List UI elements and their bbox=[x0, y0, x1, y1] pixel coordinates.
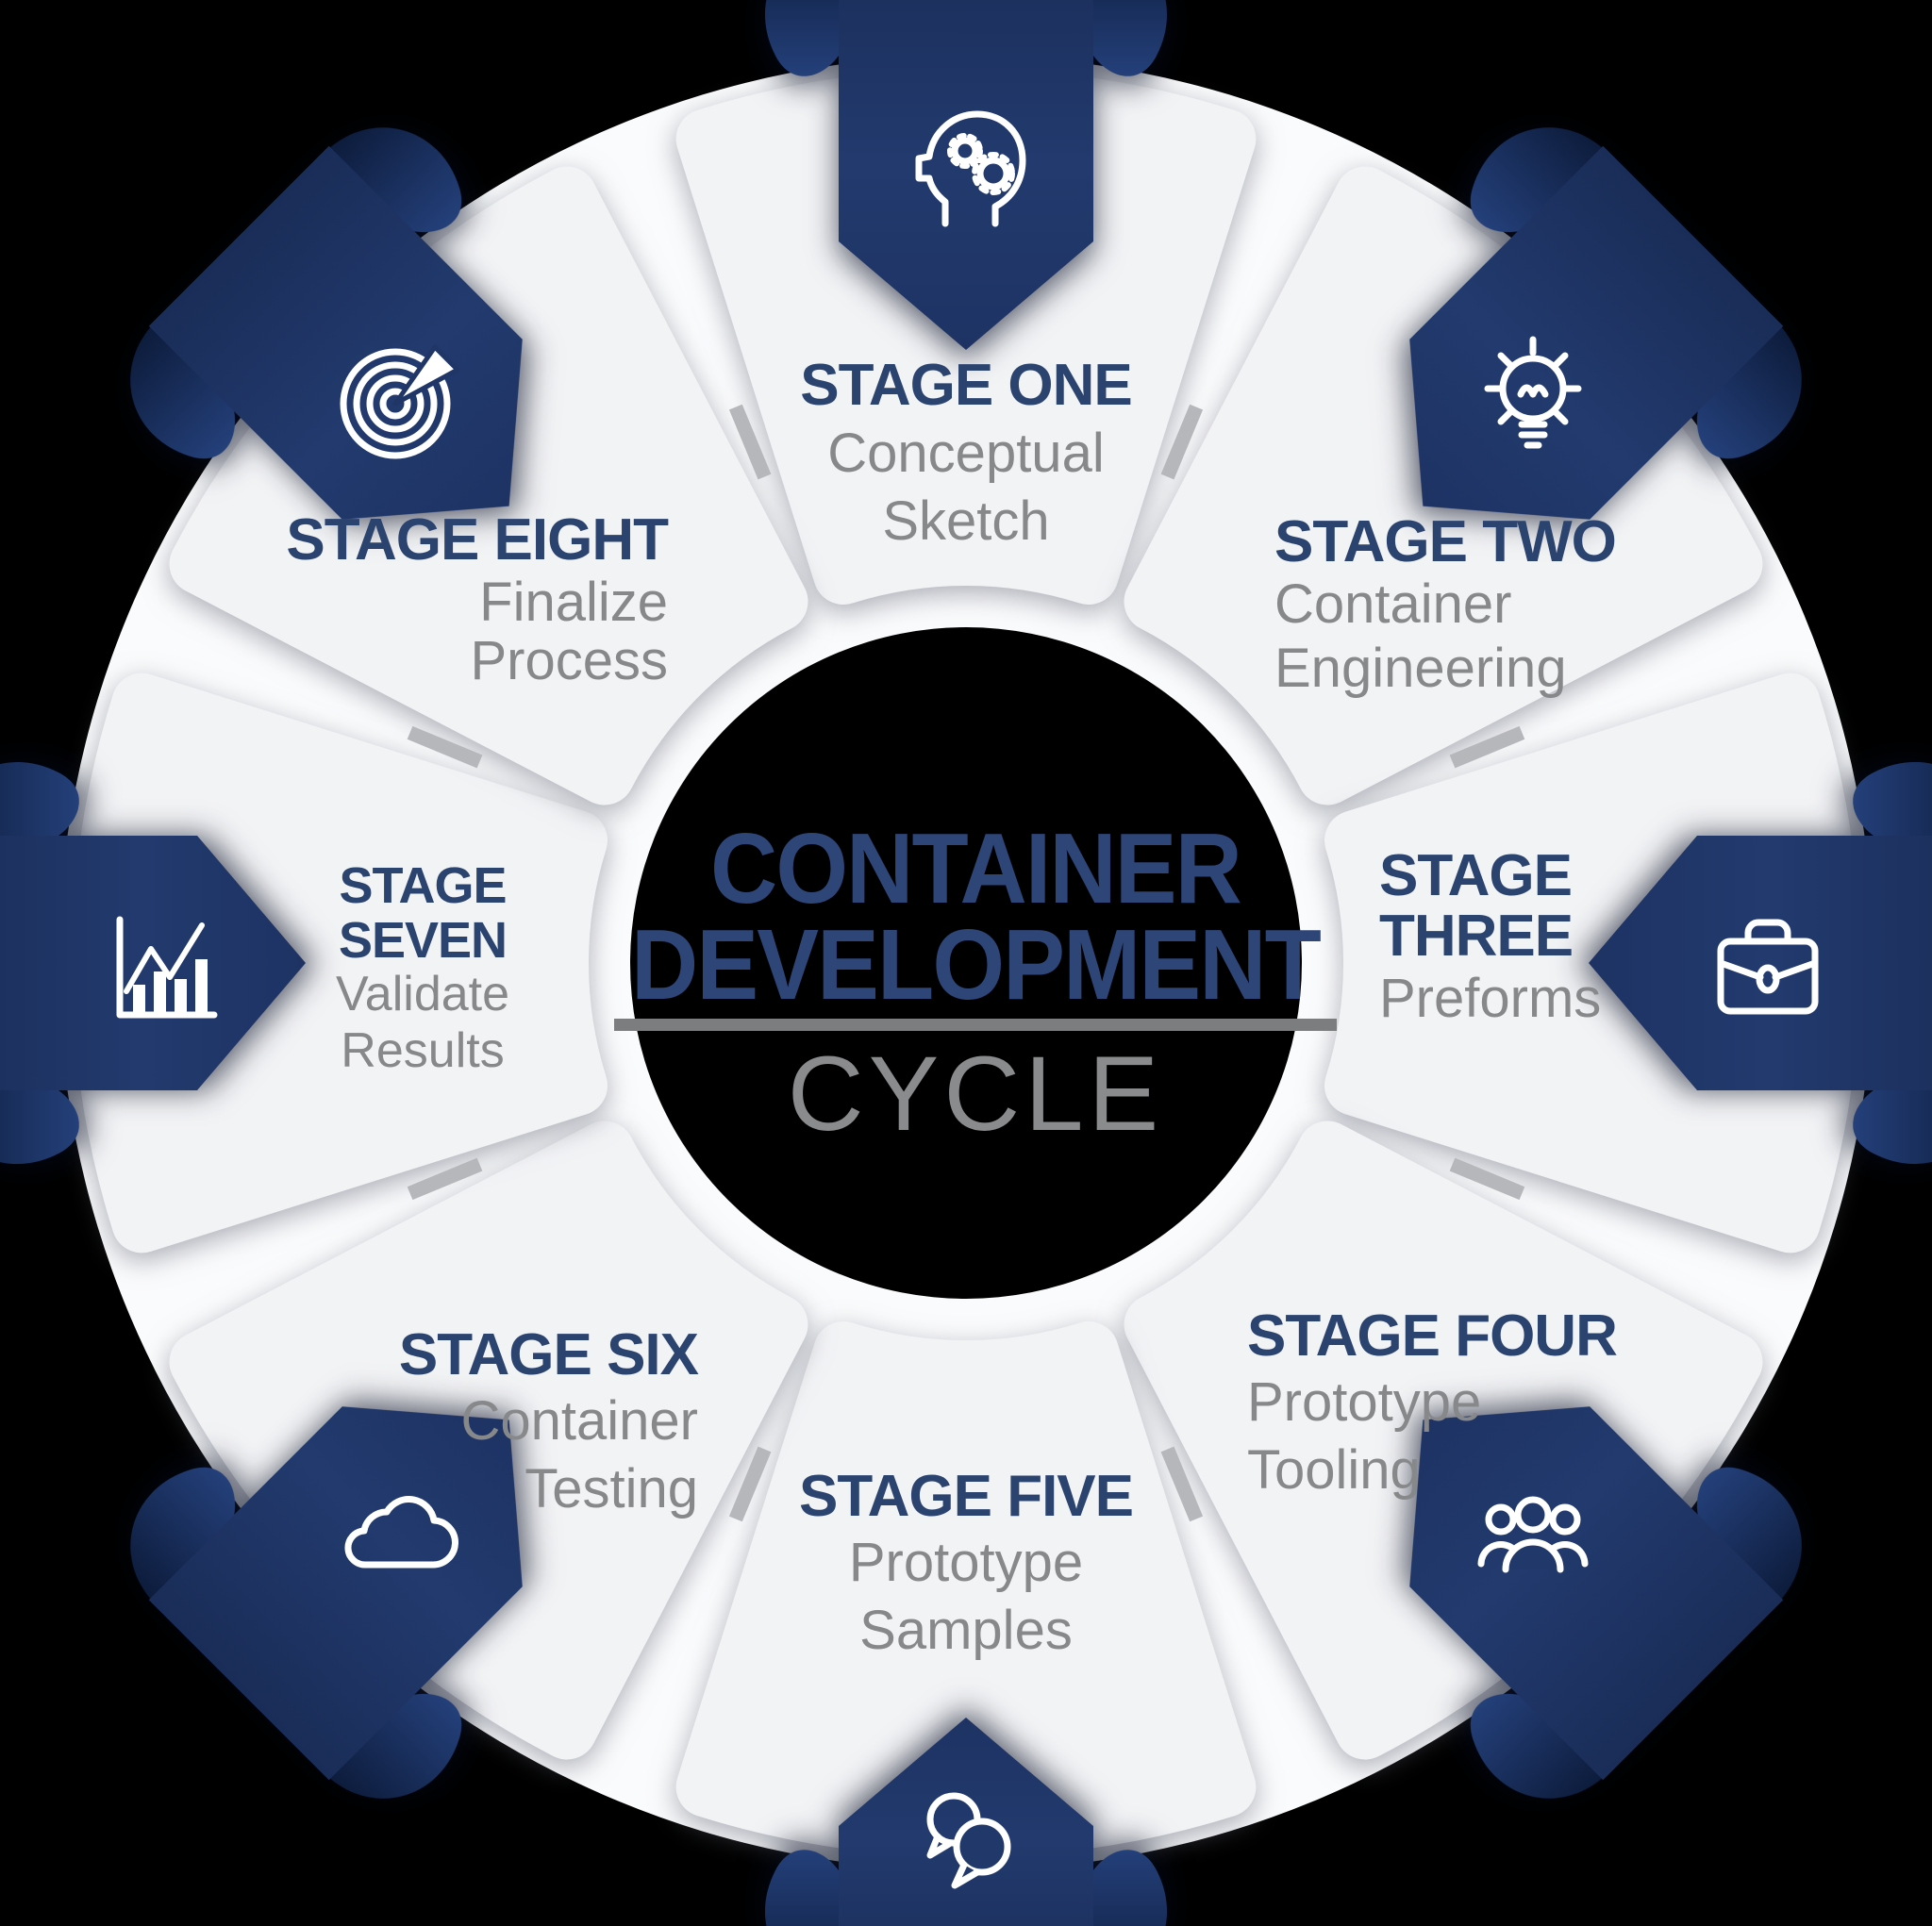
stage-three-subtitle: Preforms bbox=[1379, 968, 1602, 1029]
stage-two-ribbon bbox=[1409, 127, 1802, 520]
segment-connector-tick bbox=[728, 1446, 772, 1522]
ribbon-curl-left bbox=[764, 0, 839, 76]
lightbulb-icon bbox=[1484, 336, 1582, 449]
head-gears-icon bbox=[915, 110, 1026, 227]
stage-five-segment bbox=[675, 1321, 1257, 1857]
chat-bubbles-icon bbox=[926, 1792, 1011, 1889]
ribbon-curl-left bbox=[1470, 127, 1602, 233]
stage-four-subtitle: Tooling bbox=[1247, 1439, 1421, 1501]
stage-five-title: STAGE FIVE bbox=[798, 1464, 1134, 1529]
ribbon-curl-left bbox=[130, 327, 236, 459]
center-title-line1: CONTAINER bbox=[710, 813, 1242, 924]
ribbon-body bbox=[1409, 145, 1784, 520]
cloud-icon bbox=[344, 1496, 458, 1569]
stage-two-subtitle: Container bbox=[1274, 573, 1512, 635]
stage-one-title: STAGE ONE bbox=[800, 353, 1133, 418]
stage-four-subtitle: Prototype bbox=[1247, 1371, 1482, 1433]
ribbon-body bbox=[148, 1406, 523, 1781]
stage-six-title: STAGE SIX bbox=[398, 1322, 699, 1387]
center-title-line2: DEVELOPMENT bbox=[631, 909, 1322, 1021]
segment-connector-tick bbox=[407, 1157, 483, 1201]
stage-seven-title: STAGE bbox=[339, 857, 507, 914]
stage-three-title: STAGE bbox=[1379, 843, 1573, 908]
segment-connector-tick bbox=[728, 404, 772, 480]
ribbon-curl-left bbox=[1853, 761, 1932, 836]
stage-eight-subtitle: Process bbox=[470, 630, 668, 691]
ribbon-curl-right bbox=[1853, 1090, 1932, 1165]
stage-one-ribbon bbox=[764, 0, 1168, 350]
ribbon-curl-right bbox=[1093, 0, 1168, 76]
segment-connector-tick bbox=[1160, 1446, 1204, 1522]
ribbon-curl-right bbox=[0, 761, 79, 836]
center-underline bbox=[614, 1019, 1337, 1031]
ribbon-body bbox=[839, 0, 1093, 350]
stage-six-subtitle: Container bbox=[460, 1390, 698, 1452]
stage-six-ribbon bbox=[130, 1406, 523, 1799]
stage-five-subtitle: Prototype bbox=[848, 1532, 1084, 1593]
stage-one-subtitle: Sketch bbox=[882, 490, 1050, 552]
stage-seven-subtitle: Results bbox=[341, 1023, 505, 1078]
ribbon-curl-right bbox=[764, 1850, 839, 1926]
stage-four-title: STAGE FOUR bbox=[1247, 1303, 1618, 1369]
stage-three-title: THREE bbox=[1379, 904, 1574, 969]
ribbon-curl-left bbox=[1696, 1467, 1802, 1599]
stage-two-subtitle: Engineering bbox=[1274, 638, 1567, 699]
stage-one-subtitle: Conceptual bbox=[827, 423, 1105, 484]
ribbon-curl-right bbox=[330, 127, 462, 233]
stage-seven-subtitle: Validate bbox=[335, 967, 510, 1021]
ribbon-curl-right bbox=[130, 1467, 236, 1599]
stage-six-subtitle: Testing bbox=[525, 1458, 698, 1519]
stage-three-ribbon bbox=[1589, 761, 1932, 1165]
center-subtitle-cycle: CYCLE bbox=[787, 1035, 1164, 1153]
ribbon-curl-left bbox=[0, 1090, 79, 1165]
briefcase-icon bbox=[1717, 919, 1819, 1015]
team-icon bbox=[1477, 1496, 1589, 1573]
ribbon-curl-left bbox=[330, 1693, 462, 1799]
ribbon-curl-right bbox=[1470, 1693, 1602, 1799]
ribbon-body bbox=[839, 1718, 1093, 1926]
stage-eight-title: STAGE EIGHT bbox=[286, 507, 669, 573]
segment-connector-tick bbox=[1449, 1157, 1525, 1201]
segment-connector-tick bbox=[407, 725, 483, 769]
ribbon-curl-left bbox=[1093, 1850, 1168, 1926]
stage-four-ribbon bbox=[1409, 1406, 1802, 1799]
stage-five-ribbon bbox=[764, 1718, 1168, 1926]
bar-chart-icon bbox=[116, 916, 218, 1019]
stage-seven-title: SEVEN bbox=[338, 912, 508, 969]
stage-seven-segment bbox=[72, 672, 608, 1254]
ribbon-body bbox=[1409, 1406, 1784, 1781]
segment-connector-tick bbox=[1160, 404, 1204, 480]
stage-two-title: STAGE TWO bbox=[1274, 509, 1617, 574]
segment-connector-tick bbox=[1449, 725, 1525, 769]
target-arrow-icon bbox=[340, 344, 460, 459]
stage-five-subtitle: Samples bbox=[859, 1600, 1073, 1661]
ribbon-curl-right bbox=[1696, 327, 1802, 459]
stage-eight-subtitle: Finalize bbox=[479, 572, 668, 633]
ribbon-body bbox=[1589, 836, 1932, 1090]
